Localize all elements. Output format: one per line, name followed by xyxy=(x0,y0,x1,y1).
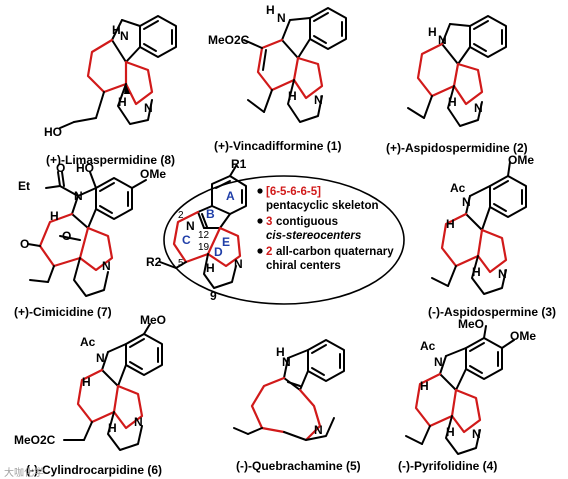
aspidospermine-ome: OMe xyxy=(508,153,534,167)
cimicidine-ome: OMe xyxy=(140,167,166,181)
cimicidine-o3: O xyxy=(20,237,29,251)
cimicidine-o2: O xyxy=(62,229,71,243)
cylindrocarpidine-ester: MeO2C xyxy=(14,433,56,447)
bullet-1-highlight: [6-5-6-6-5] xyxy=(266,186,321,198)
skeleton-r1: R1 xyxy=(231,157,247,171)
cylindrocarpidine-meo: MeO xyxy=(140,313,166,327)
pyrifolidine-ome: OMe xyxy=(510,329,536,343)
caption-pyrifolidine: (-)-Pyrifolidine (4) xyxy=(398,459,497,473)
bullet-2-text: contiguous xyxy=(276,216,338,228)
quebrachamine-n4: N xyxy=(314,423,323,437)
vincadifformine-ester: MeO2C xyxy=(208,33,250,47)
vincadifformine-h2: H xyxy=(288,89,297,103)
bullet-2-highlight: 3 xyxy=(266,216,272,228)
cylindrocarpidine-n4: N xyxy=(134,415,143,429)
structure-quebrachamine xyxy=(233,339,345,442)
ring-label-e: E xyxy=(222,235,230,249)
bullet-dot-3 xyxy=(257,248,263,254)
cylindrocarpidine-h: H xyxy=(82,375,91,389)
structure-limaspermidine xyxy=(59,15,177,129)
limaspermidine-n4: N xyxy=(144,101,153,115)
vincadifformine-n1: N xyxy=(277,11,286,25)
limaspermidine-h: H xyxy=(112,23,121,37)
structure-aspidospermidine xyxy=(407,15,507,127)
pyrifolidine-ac: Ac xyxy=(420,339,436,353)
structure-vincadifformine xyxy=(243,7,347,123)
quebrachamine-h: H xyxy=(276,345,285,359)
cimicidine-et: Et xyxy=(18,179,30,193)
aspidospermidine-h: H xyxy=(428,25,437,39)
aspidospermidine-h2: H xyxy=(448,95,457,109)
bullet-dot-2 xyxy=(257,218,263,224)
center-ellipse xyxy=(163,175,405,305)
bullet-3-text: all-carbon quaternary xyxy=(276,246,394,258)
skeleton-n4: N xyxy=(234,257,243,271)
ring-label-d: D xyxy=(214,245,223,259)
bullet-1-text: pentacyclic skeleton xyxy=(266,200,379,212)
ring-label-a: A xyxy=(226,189,235,203)
cimicidine-oh: HO xyxy=(76,161,94,175)
cylindrocarpidine-h2: H xyxy=(108,421,117,435)
pyrifolidine-n4: N xyxy=(472,427,481,441)
atom-number-5: 5 xyxy=(178,258,184,269)
aspidospermine-h: H xyxy=(446,217,455,231)
aspidospermine-n1: N xyxy=(462,195,471,209)
structure-skeleton-9 xyxy=(159,165,247,289)
vincadifformine-n4: N xyxy=(314,93,323,107)
ring-label-c: C xyxy=(182,233,191,247)
cimicidine-n1: N xyxy=(74,189,83,203)
skeleton-h: H xyxy=(206,261,215,275)
aspidospermine-n4: N xyxy=(498,267,507,281)
caption-quebrachamine: (-)-Quebrachamine (5) xyxy=(236,459,361,473)
bullet-3-highlight: 2 xyxy=(266,246,272,258)
bullet-3-line2: chiral centers xyxy=(266,260,341,272)
structure-cimicidine xyxy=(27,171,147,297)
aspidospermine-ac: Ac xyxy=(450,181,466,195)
pyrifolidine-h2: H xyxy=(446,425,455,439)
cylindrocarpidine-n1: N xyxy=(96,351,105,365)
structure-cylindrocarpidine xyxy=(63,323,163,451)
caption-cimicidine: (+)-Cimicidine (7) xyxy=(14,305,112,319)
structure-pyrifolidine xyxy=(405,325,515,455)
skeleton-n1: N xyxy=(186,219,195,233)
skeleton-r2: R2 xyxy=(146,255,162,269)
pyrifolidine-meo: MeO xyxy=(458,317,484,331)
atom-number-19: 19 xyxy=(198,242,210,253)
feature-list: [6-5-6-6-5] pentacyclic skeleton 3 conti… xyxy=(257,186,394,272)
caption-aspidospermidine: (+)-Aspidospermidine (2) xyxy=(386,141,528,155)
limaspermidine-ho: HO xyxy=(44,125,62,139)
aspidospermine-h2: H xyxy=(472,265,481,279)
aspidospermidine-n4: N xyxy=(474,101,483,115)
atom-number-12: 12 xyxy=(198,230,210,241)
cylindrocarpidine-ac: Ac xyxy=(80,335,96,349)
skeleton-number: 9 xyxy=(210,289,217,303)
vincadifformine-h: H xyxy=(266,3,275,17)
caption-limaspermidine: (+)-Limaspermidine (8) xyxy=(46,153,175,167)
structure-aspidospermine xyxy=(431,161,527,295)
quebrachamine-n1: N xyxy=(282,355,291,369)
limaspermidine-h2: H xyxy=(118,95,127,109)
bullet-dot-1 xyxy=(257,188,263,194)
pyrifolidine-h: H xyxy=(420,379,429,393)
limaspermidine-n1: N xyxy=(120,29,129,43)
cimicidine-o: O xyxy=(56,161,65,175)
caption-vincadifformine: (+)-Vincadifformine (1) xyxy=(214,139,341,153)
bullet-2-line2: cis-stereocenters xyxy=(266,230,361,242)
aspidospermidine-n1: N xyxy=(438,33,447,47)
caption-cylindrocarpidine: (-)-Cylindrocarpidine (6) xyxy=(26,463,162,477)
pyrifolidine-n1: N xyxy=(434,355,443,369)
caption-aspidospermine: (-)-Aspidospermine (3) xyxy=(428,305,556,319)
cimicidine-h: H xyxy=(50,209,59,223)
cimicidine-n4: N xyxy=(102,259,111,273)
atom-number-2: 2 xyxy=(178,210,184,221)
ring-label-b: B xyxy=(206,207,215,221)
watermark: 大咖化学 xyxy=(4,466,44,479)
